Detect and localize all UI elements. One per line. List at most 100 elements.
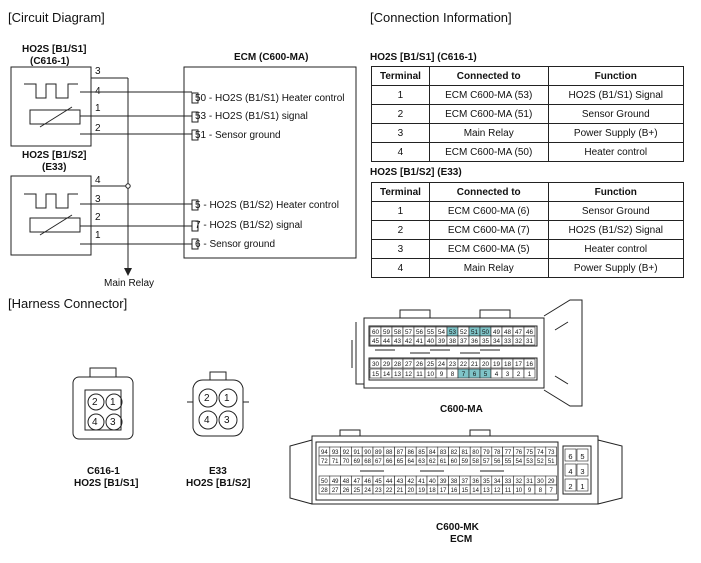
pin-number: 90 [364,450,371,456]
c616-pin-num: 2 [92,397,98,408]
pin-number: 75 [526,450,533,456]
pin-number: 35 [483,479,490,485]
pin-number: 29 [548,479,555,485]
cell: 3 [371,239,430,259]
pin-number: 11 [505,488,512,494]
header-cell: Connected to [428,182,549,202]
c600mk-body [311,435,599,505]
pin-number: 40 [427,338,435,345]
cell: Sensor Ground [547,104,685,124]
e33-label: E33 [209,466,227,477]
pin-number: 1 [580,482,584,491]
pin-number: 9 [440,371,444,378]
c616-sensor-label: HO2S [B1/S1] [74,478,139,489]
pin-number: 86 [407,450,414,456]
pin-number: 49 [332,479,339,485]
pin-number: 84 [429,450,436,456]
cell: ECM C600-MA (51) [428,104,549,124]
pin-number: 22 [460,361,468,368]
pin-cell [523,358,536,369]
arrow-icon [124,268,132,276]
pin-number: 21 [397,488,404,494]
sensor2-name: HO2S [B1/S2] [22,150,87,161]
heater-symbol [24,193,78,209]
pin-number: 58 [394,329,402,336]
pin-number: 23 [449,361,457,368]
e33-latch [209,371,227,380]
cell: ECM C600-MA (50) [428,142,549,162]
pin-number: 57 [483,459,490,465]
pin-number: 60 [372,329,380,336]
c600ma-body [363,317,545,389]
pin-number: 33 [505,479,512,485]
pin-number: 93 [332,450,339,456]
pin-number: 76 [515,450,522,456]
pin-number: 34 [494,479,501,485]
pin-cell [523,335,536,346]
pin-circle [87,393,105,411]
pin-number: 37 [460,338,468,345]
header-cell: Terminal [371,182,430,202]
c600ma-keys [375,349,500,354]
pin-number: 3 [506,371,510,378]
c600ma-upper-block [368,325,538,347]
cell: Heater control [547,142,685,162]
sensor2-wires [80,185,192,245]
c616-label: C616-1 [87,466,120,477]
pin-number: 38 [449,338,457,345]
e33-pin-num: 3 [224,415,230,426]
pin-number: 33 [504,338,512,345]
pin-number: 39 [440,479,447,485]
pin-number: 43 [397,479,404,485]
header-cell: Terminal [371,66,430,86]
pin-number: 55 [427,329,435,336]
pin-number: 25 [353,488,360,494]
pin-number: 54 [438,329,446,336]
pin-number: 65 [397,459,404,465]
cell: HO2S (B1/S1) Signal [547,85,685,105]
pin-number: 5 [484,371,488,378]
pin-number: 70 [343,459,350,465]
cell: ECM C600-MA (5) [428,239,549,259]
pin-number: 13 [394,371,402,378]
pin-number: 28 [394,361,402,368]
pin-number: 78 [494,450,501,456]
pin-number: 50 [321,479,328,485]
pin-number: 69 [353,459,360,465]
pin-cell [564,448,577,462]
cell: 2 [371,104,430,124]
pin-number: 81 [461,450,468,456]
pin-number: 89 [375,450,382,456]
sensor2-box [10,175,92,256]
pin-number: 74 [537,450,544,456]
c600mk-left-hood [289,439,313,505]
pin-number: 34 [493,338,501,345]
pin-cell [576,463,589,477]
pin-number: 10 [515,488,522,494]
table-header-row: Terminal Connected to Function [371,182,685,202]
pin-number: 52 [460,329,468,336]
pin-number: 56 [416,329,424,336]
pin-number: 82 [451,450,458,456]
s2-pin-label: 2 [95,212,101,223]
e33-sensor-label: HO2S [B1/S2] [186,478,251,489]
pin-number: 32 [515,479,522,485]
pin-number: 50 [482,329,490,336]
pin-number: 24 [438,361,446,368]
cell: Heater control [547,239,685,259]
pin-number: 67 [375,459,382,465]
c600ma-hood [543,299,583,407]
pin-number: 41 [416,338,424,345]
pin-number: 32 [515,338,523,345]
ecm-pin-box [191,199,199,211]
s2-pin-label: 4 [95,175,101,186]
ecm-pin-label: 51 - Sensor ground [195,130,281,141]
sensor1-box [10,66,92,147]
pin-number: 15 [372,371,380,378]
